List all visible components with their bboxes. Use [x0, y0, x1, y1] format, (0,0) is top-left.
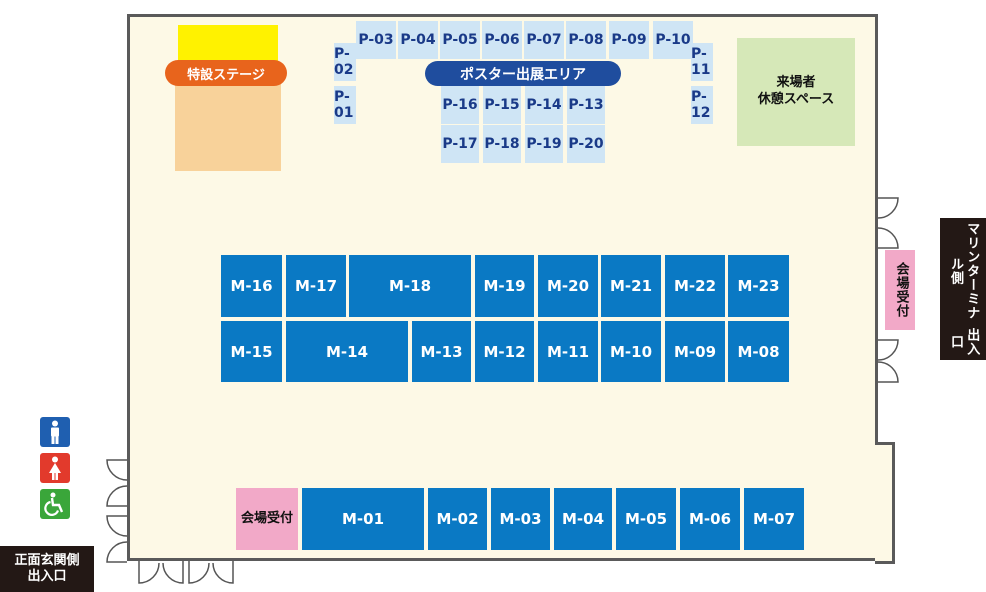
booth-p-17[interactable]: P-17	[441, 125, 479, 163]
booth-p-20[interactable]: P-20	[567, 125, 605, 163]
female-restroom-icon	[40, 453, 70, 483]
stage-label[interactable]: 特設ステージ	[165, 60, 287, 86]
booth-p-08[interactable]: P-08	[566, 21, 606, 59]
booth-m-10[interactable]: M-10	[601, 321, 661, 382]
booth-p-16[interactable]: P-16	[441, 86, 479, 124]
main-entrance: 正面玄関側 出入口	[0, 546, 94, 592]
booth-m-03[interactable]: M-03	[491, 488, 550, 550]
booth-p-01[interactable]: P-01	[334, 86, 356, 124]
booth-m-20[interactable]: M-20	[538, 255, 598, 317]
door-bottom	[138, 561, 234, 584]
booth-m-04[interactable]: M-04	[554, 488, 612, 550]
booth-p-06[interactable]: P-06	[482, 21, 522, 59]
booth-m-16[interactable]: M-16	[221, 255, 282, 317]
booth-p-10[interactable]: P-10	[653, 21, 693, 59]
main-entrance-line1: 正面玄関側	[14, 552, 80, 568]
booth-p-19[interactable]: P-19	[525, 125, 563, 163]
booth-m-14[interactable]: M-14	[286, 321, 408, 382]
booth-m-08[interactable]: M-08	[728, 321, 789, 382]
booth-p-18[interactable]: P-18	[483, 125, 521, 163]
door-left	[106, 459, 128, 563]
booth-m-15[interactable]: M-15	[221, 321, 282, 382]
poster-area-label: ポスター出展エリア	[425, 61, 621, 86]
booth-m-18[interactable]: M-18	[349, 255, 471, 317]
booth-m-05[interactable]: M-05	[616, 488, 676, 550]
right-reception[interactable]: 会場受付	[885, 250, 915, 330]
booth-m-13[interactable]: M-13	[412, 321, 471, 382]
male-restroom-icon	[40, 417, 70, 447]
booth-m-12[interactable]: M-12	[475, 321, 534, 382]
door-right-lower	[877, 339, 899, 383]
marine-terminal-entrance: マリンターミナル側 出入口	[940, 218, 986, 360]
booth-m-17[interactable]: M-17	[286, 255, 346, 317]
booth-m-02[interactable]: M-02	[428, 488, 487, 550]
hall-notch	[875, 442, 895, 564]
booth-m-11[interactable]: M-11	[538, 321, 598, 382]
booth-p-12[interactable]: P-12	[691, 86, 713, 124]
booth-p-07[interactable]: P-07	[524, 21, 564, 59]
booth-m-09[interactable]: M-09	[665, 321, 725, 382]
booth-p-05[interactable]: P-05	[440, 21, 480, 59]
booth-m-19[interactable]: M-19	[475, 255, 534, 317]
booth-p-15[interactable]: P-15	[483, 86, 521, 124]
booth-m-01[interactable]: M-01	[302, 488, 424, 550]
booth-m-06[interactable]: M-06	[680, 488, 740, 550]
marine-terminal-line2: 出入口	[948, 328, 980, 357]
door-right-upper	[877, 197, 899, 249]
booth-m-21[interactable]: M-21	[601, 255, 661, 317]
accessible-restroom-icon	[40, 489, 70, 519]
marine-terminal-line1: マリンターミナル側	[948, 222, 980, 321]
booth-p-13[interactable]: P-13	[567, 86, 605, 124]
booth-m-07[interactable]: M-07	[744, 488, 804, 550]
booth-m-22[interactable]: M-22	[665, 255, 725, 317]
rest-space-line2: 休憩スペース	[757, 92, 835, 107]
rest-space[interactable]: 来場者 休憩スペース	[737, 38, 855, 146]
booth-p-02[interactable]: P-02	[334, 43, 356, 81]
rest-space-line1: 来場者	[776, 75, 816, 91]
booth-p-04[interactable]: P-04	[398, 21, 438, 59]
booth-p-09[interactable]: P-09	[609, 21, 649, 59]
stage-screen	[178, 25, 278, 63]
booth-p-14[interactable]: P-14	[525, 86, 563, 124]
main-entrance-line2: 出入口	[27, 569, 67, 584]
booth-p-03[interactable]: P-03	[356, 21, 396, 59]
booth-p-11[interactable]: P-11	[691, 43, 713, 81]
booth-m-23[interactable]: M-23	[728, 255, 789, 317]
bottom-reception[interactable]: 会場受付	[236, 488, 298, 550]
